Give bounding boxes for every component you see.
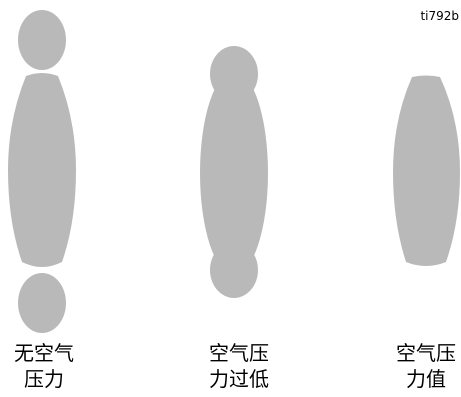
label-line-2: 力值: [406, 367, 446, 391]
pattern-main-body: [200, 71, 268, 275]
label-line-1: 无空气: [14, 341, 74, 365]
pattern-main-body: [8, 73, 76, 267]
pattern-low-air-pressure: [200, 46, 268, 298]
pattern-top-dot: [18, 10, 66, 70]
label-no-air-pressure: 无空气 压力: [0, 340, 99, 392]
label-line-1: 空气压: [396, 341, 456, 365]
pattern-no-air-pressure: [8, 10, 76, 333]
pattern-main-body: [393, 75, 460, 266]
label-line-2: 力过低: [209, 367, 269, 391]
label-low-air-pressure: 空气压 力过低: [184, 340, 294, 392]
pattern-correct-air-pressure: [393, 75, 460, 266]
label-line-2: 压力: [24, 367, 64, 391]
pattern-bottom-dot: [18, 273, 66, 333]
pattern-bottom-tail: [210, 242, 258, 298]
figure-code: ti792b: [420, 9, 459, 23]
label-correct-air-pressure: 空气压 力值: [371, 340, 461, 392]
label-line-1: 空气压: [209, 341, 269, 365]
